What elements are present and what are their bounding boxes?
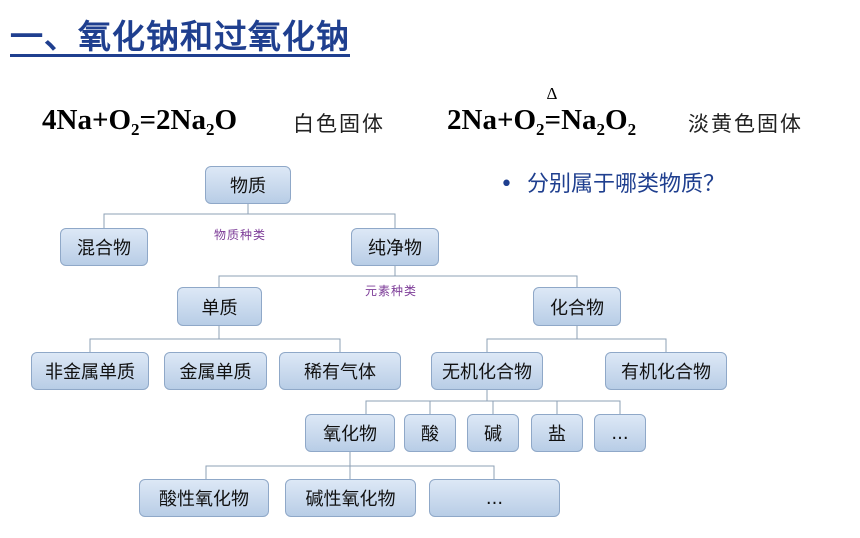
sodium-oxide-description: 白色固体: [293, 112, 385, 136]
node-compound: 化合物: [533, 287, 621, 326]
page-title: 一、氧化钠和过氧化钠: [10, 17, 350, 56]
node-element: 单质: [177, 287, 262, 326]
node-more-oxides: ...: [429, 479, 560, 517]
node-inorganic-compound: 无机化合物: [431, 352, 543, 390]
sodium-peroxide-description: 淡黄色固体: [688, 112, 803, 136]
node-base: 碱: [467, 414, 519, 452]
node-pure-substance: 纯净物: [351, 228, 439, 266]
node-metal-element: 金属单质: [164, 352, 267, 390]
node-noble-gas: 稀有气体: [279, 352, 401, 390]
label-element-type: 元素种类: [365, 284, 418, 298]
node-acidic-oxide: 酸性氧化物: [139, 479, 269, 517]
node-substance: 物质: [205, 166, 291, 204]
node-organic-compound: 有机化合物: [605, 352, 727, 390]
node-more-compounds: ...: [594, 414, 646, 452]
node-mixture: 混合物: [60, 228, 148, 266]
label-substance-type: 物质种类: [214, 228, 267, 242]
node-basic-oxide: 碱性氧化物: [285, 479, 416, 517]
node-acid: 酸: [404, 414, 456, 452]
equation-sodium-oxide: 4Na+O2=2Na2O: [42, 104, 238, 139]
question-bullet: •分别属于哪类物质？: [500, 172, 725, 197]
node-nonmetal-element: 非金属单质: [31, 352, 149, 390]
node-oxide: 氧化物: [305, 414, 395, 452]
node-salt: 盐: [531, 414, 583, 452]
heat-condition: Δ: [546, 84, 558, 103]
bullet-dot: •: [500, 172, 513, 197]
